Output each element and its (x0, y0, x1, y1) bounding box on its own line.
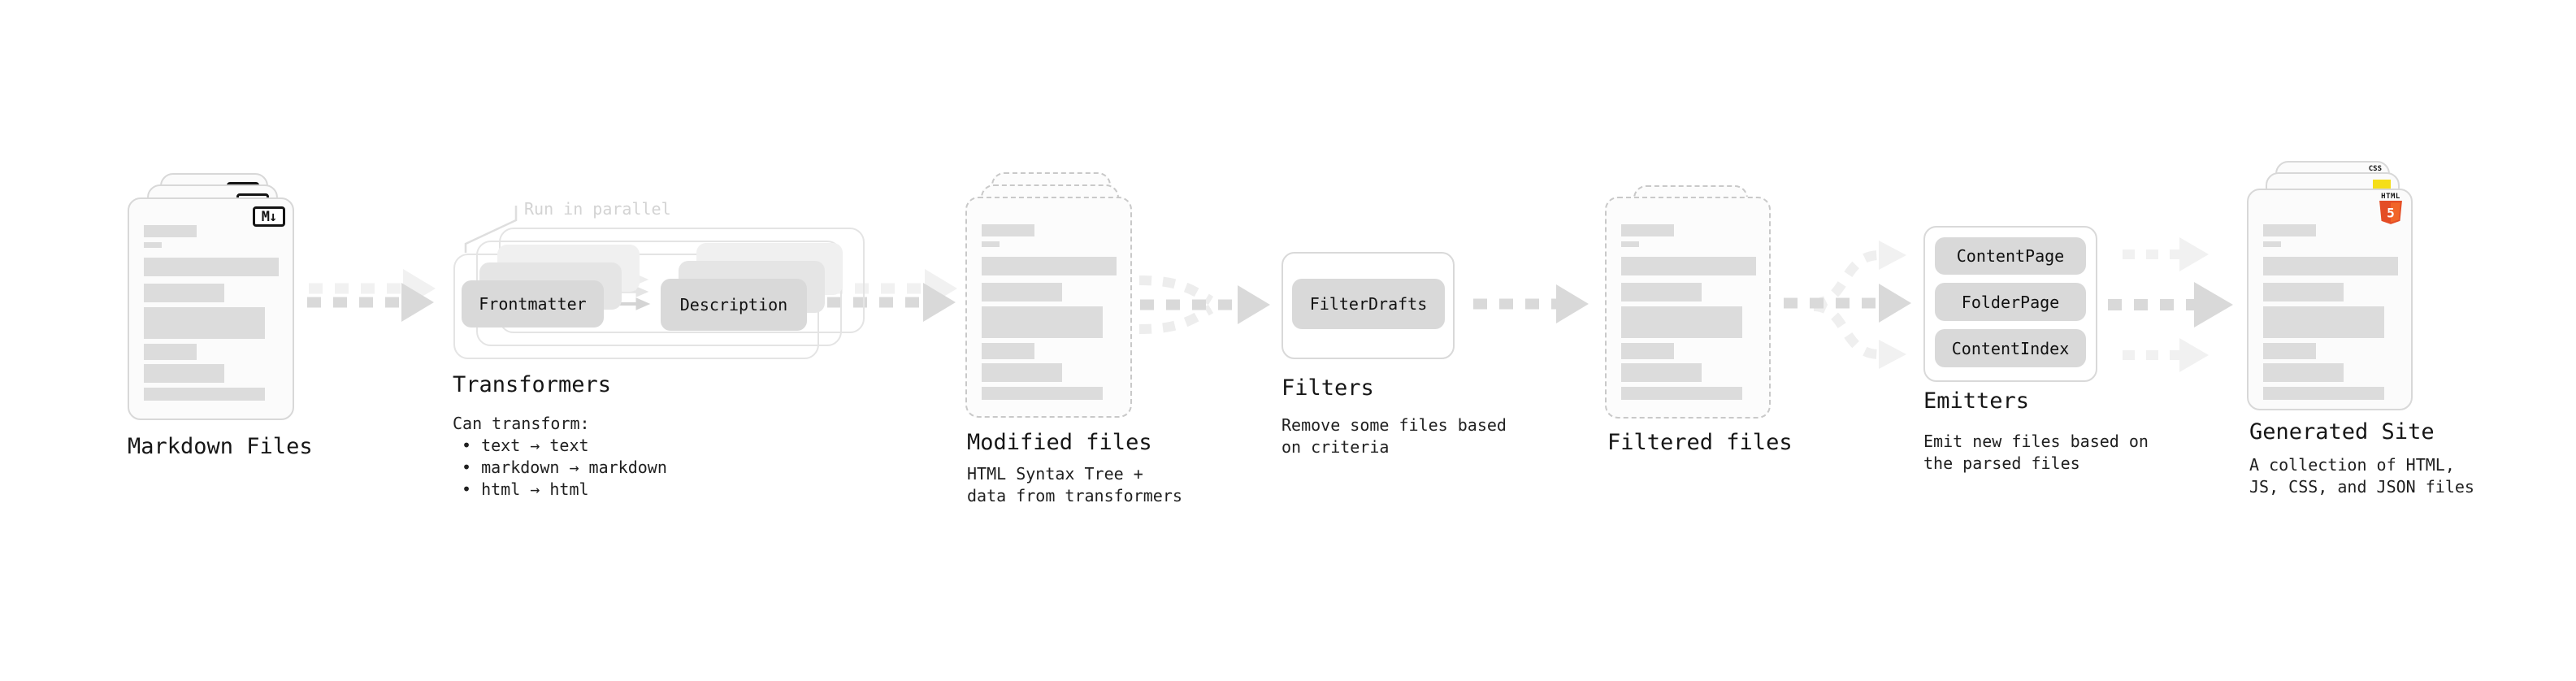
transform-bullet: • html → html (462, 479, 589, 499)
description-transformer-chip: Description (661, 279, 807, 331)
html-file-card: HTML 5 (2247, 189, 2413, 410)
html5-icon-word: HTML (2381, 193, 2400, 201)
file-content-placeholder (144, 225, 279, 401)
text-line-placeholder (982, 283, 1062, 301)
text-line-placeholder (1621, 283, 1702, 301)
text-line-placeholder (144, 364, 224, 383)
text-line-placeholder (982, 363, 1062, 382)
text-line-placeholder (982, 306, 1103, 338)
content-index-emitter-chip: ContentIndex (1935, 329, 2086, 367)
text-line-placeholder (144, 284, 224, 302)
text-line-placeholder (144, 242, 162, 248)
transformers-label: Transformers (453, 372, 612, 397)
html5-shield: 5 (2379, 201, 2402, 224)
text-line-placeholder (144, 388, 265, 401)
text-line-placeholder (2263, 283, 2344, 301)
can-transform-title: Can transform: (453, 414, 590, 433)
transform-bullet: • markdown → markdown (462, 458, 667, 477)
text-line-placeholder (1621, 387, 1742, 400)
text-line-placeholder (2263, 363, 2344, 382)
content-page-emitter-chip: ContentPage (1935, 237, 2086, 275)
generated-site-label: Generated Site (2249, 419, 2435, 445)
text-line-placeholder (2263, 224, 2316, 236)
text-line-placeholder (1621, 363, 1702, 382)
emitters-description: Emit new files based on the parsed files (1923, 431, 2149, 475)
text-line-placeholder (982, 224, 1034, 236)
filters-desc-line: Remove some files based (1281, 415, 1507, 435)
text-line-placeholder (144, 258, 279, 276)
text-line-placeholder (144, 344, 197, 360)
text-line-placeholder (2263, 343, 2316, 359)
text-line-placeholder (982, 387, 1103, 400)
html5-icon: HTML 5 (2379, 193, 2402, 228)
generated-site-desc-line: A collection of HTML, (2249, 455, 2455, 475)
generated-site-description: A collection of HTML, JS, CSS, and JSON … (2249, 454, 2474, 498)
arrow-filtered-to-emitters-fanout (1784, 241, 1911, 369)
markdown-files-label: Markdown Files (128, 434, 313, 459)
arrow-filters-to-filtered (1473, 284, 1589, 323)
arrow-transformers-to-modified (827, 269, 957, 322)
filtered-files-label: Filtered files (1607, 430, 1793, 455)
text-line-placeholder (1621, 257, 1756, 275)
filters-label: Filters (1281, 375, 1374, 401)
run-in-parallel-leader-line (464, 206, 518, 253)
arrow-markdown-to-transformers (307, 269, 436, 322)
file-content-placeholder (2263, 224, 2398, 400)
emitters-label: Emitters (1923, 388, 2030, 414)
file-content-placeholder (982, 224, 1117, 400)
modified-file-card-front (965, 197, 1132, 418)
arrow-modified-to-filters-funnel (1138, 275, 1270, 334)
markdown-file-card-front: M↓ (128, 197, 294, 420)
transform-bullet: • text → text (462, 436, 589, 455)
filters-description: Remove some files based on criteria (1281, 414, 1507, 458)
file-content-placeholder (1621, 224, 1756, 400)
transformers-description: Can transform: • text → text • markdown … (453, 413, 667, 501)
text-line-placeholder (982, 343, 1034, 359)
text-line-placeholder (1621, 224, 1674, 236)
arrows-emitters-to-generated (2108, 237, 2233, 372)
run-in-parallel-annotation: Run in parallel (524, 199, 671, 219)
modified-files-desc-line: HTML Syntax Tree + (967, 464, 1143, 484)
text-line-placeholder (2263, 241, 2281, 247)
emitters-desc-line: Emit new files based on (1923, 432, 2149, 451)
js-file-icon (2373, 180, 2391, 189)
text-line-placeholder (2263, 387, 2384, 400)
markdown-file-icon: M↓ (253, 206, 285, 227)
modified-files-description: HTML Syntax Tree + data from transformer… (967, 463, 1182, 507)
frontmatter-transformer-chip: Frontmatter (462, 280, 604, 327)
modified-files-desc-line: data from transformers (967, 486, 1182, 505)
folder-page-emitter-chip: FolderPage (1935, 283, 2086, 321)
text-line-placeholder (982, 241, 1000, 247)
text-line-placeholder (2263, 257, 2398, 275)
text-line-placeholder (144, 307, 265, 339)
text-line-placeholder (144, 225, 197, 237)
text-line-placeholder (1621, 306, 1742, 338)
filters-desc-line: on criteria (1281, 437, 1390, 457)
text-line-placeholder (982, 257, 1117, 275)
modified-files-label: Modified files (967, 430, 1152, 455)
svg-text:5: 5 (2387, 205, 2395, 220)
generated-site-desc-line: JS, CSS, and JSON files (2249, 477, 2474, 497)
text-line-placeholder (1621, 343, 1674, 359)
emitters-desc-line: the parsed files (1923, 453, 2080, 473)
filter-drafts-chip: FilterDrafts (1292, 279, 1445, 329)
text-line-placeholder (2263, 306, 2384, 338)
text-line-placeholder (1621, 241, 1639, 247)
filtered-file-card-front (1605, 197, 1771, 419)
